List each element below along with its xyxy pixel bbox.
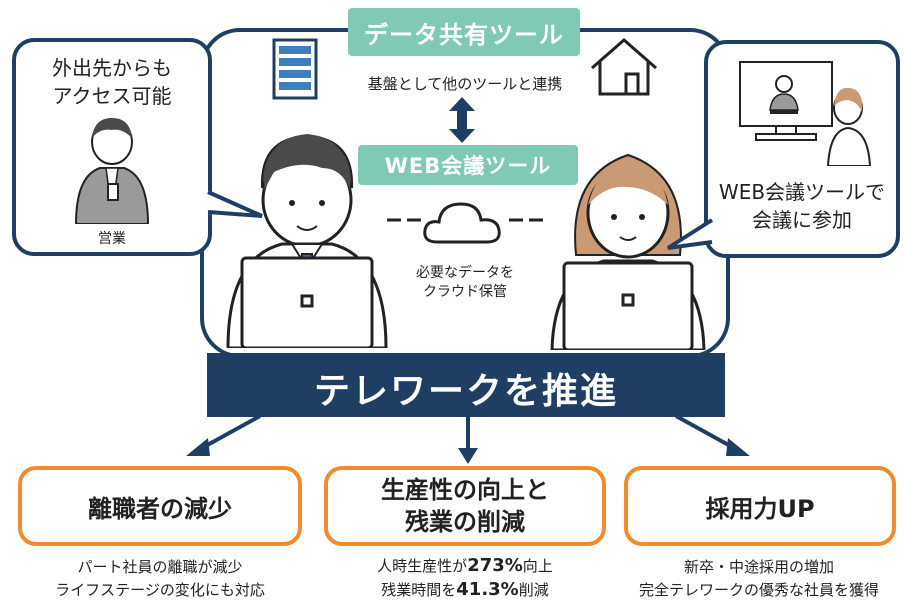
web-meeting-tool-tag: WEB会議ツール <box>358 145 578 185</box>
outcome-1-description: パート社員の離職が減少 ライフステージの変化にも対応 <box>18 556 302 602</box>
overtime-prefix: 残業時間を <box>381 581 457 599</box>
outcome-2-title-line1: 生産性の向上と <box>381 476 549 504</box>
right-bubble-tail <box>666 218 714 250</box>
banner-title: テレワークを推進 <box>313 371 618 412</box>
cloud-caption-line1: 必要なデータを <box>416 265 514 281</box>
outcome-recruiting-up: 採用力UP <box>624 466 896 546</box>
salesperson-illustration <box>74 118 150 224</box>
server-icon <box>272 38 318 100</box>
salesperson-label: 営業 <box>98 231 126 247</box>
outcome-turnover-reduction: 離職者の減少 <box>18 466 302 546</box>
house-icon <box>591 38 657 96</box>
bubble-title-line1: 外出先からも <box>52 56 172 80</box>
outcome-3-desc-line2: 完全テレワークの優秀な社員を獲得 <box>638 581 879 599</box>
top-caption: 基盤として他のツールと連携 <box>367 75 563 93</box>
outcome-2-desc-line1: 人時生産性が273%向上 <box>324 554 606 578</box>
video-call-illustration <box>739 61 872 166</box>
outcome-2-desc-line2: 残業時間を41.3%削減 <box>324 578 606 602</box>
cloud-caption-line2: クラウド保管 <box>423 284 507 300</box>
overtime-suffix: 削減 <box>518 581 549 599</box>
outcome-productivity-overtime: 生産性の向上と 残業の削減 <box>324 466 606 546</box>
productivity-prefix: 人時生産性が <box>377 557 468 575</box>
productivity-value: 273% <box>467 555 523 576</box>
productivity-suffix: 向上 <box>522 557 553 575</box>
two-way-arrow-icon <box>449 97 475 143</box>
data-sharing-tool-tag: データ共有ツール <box>348 8 580 56</box>
outcome-2-description: 人時生産性が273%向上 残業時間を41.3%削減 <box>324 554 606 602</box>
outcome-1-title: 離職者の減少 <box>88 494 232 523</box>
woman-with-laptop-illustration <box>550 153 706 350</box>
left-bubble-tail <box>206 190 263 218</box>
right-bubble-line2: 会議に参加 <box>752 208 852 232</box>
outcome-1-desc-line1: パート社員の離職が減少 <box>77 558 243 576</box>
outcome-3-desc-line1: 新卒・中途採用の増加 <box>683 558 834 576</box>
cloud-icon <box>387 202 543 244</box>
man-with-laptop-illustration <box>226 134 388 348</box>
overtime-value: 41.3% <box>456 579 519 600</box>
outcome-1-desc-line2: ライフステージの変化にも対応 <box>55 581 265 599</box>
outcome-3-title: 採用力UP <box>705 494 815 523</box>
outcome-arrows <box>186 414 750 464</box>
outcome-3-description: 新卒・中途採用の増加 完全テレワークの優秀な社員を獲得 <box>614 556 904 602</box>
sales-remote-access-bubble: 外出先からも アクセス可能 営業 <box>12 38 212 256</box>
outcome-2-title-line2: 残業の削減 <box>405 508 525 536</box>
bubble-title-line2: アクセス可能 <box>52 84 172 108</box>
telework-banner <box>207 353 725 417</box>
right-bubble-line1: WEB会議ツールで <box>718 180 886 204</box>
web-meeting-participation-bubble: WEB会議ツールで 会議に参加 <box>704 40 900 258</box>
